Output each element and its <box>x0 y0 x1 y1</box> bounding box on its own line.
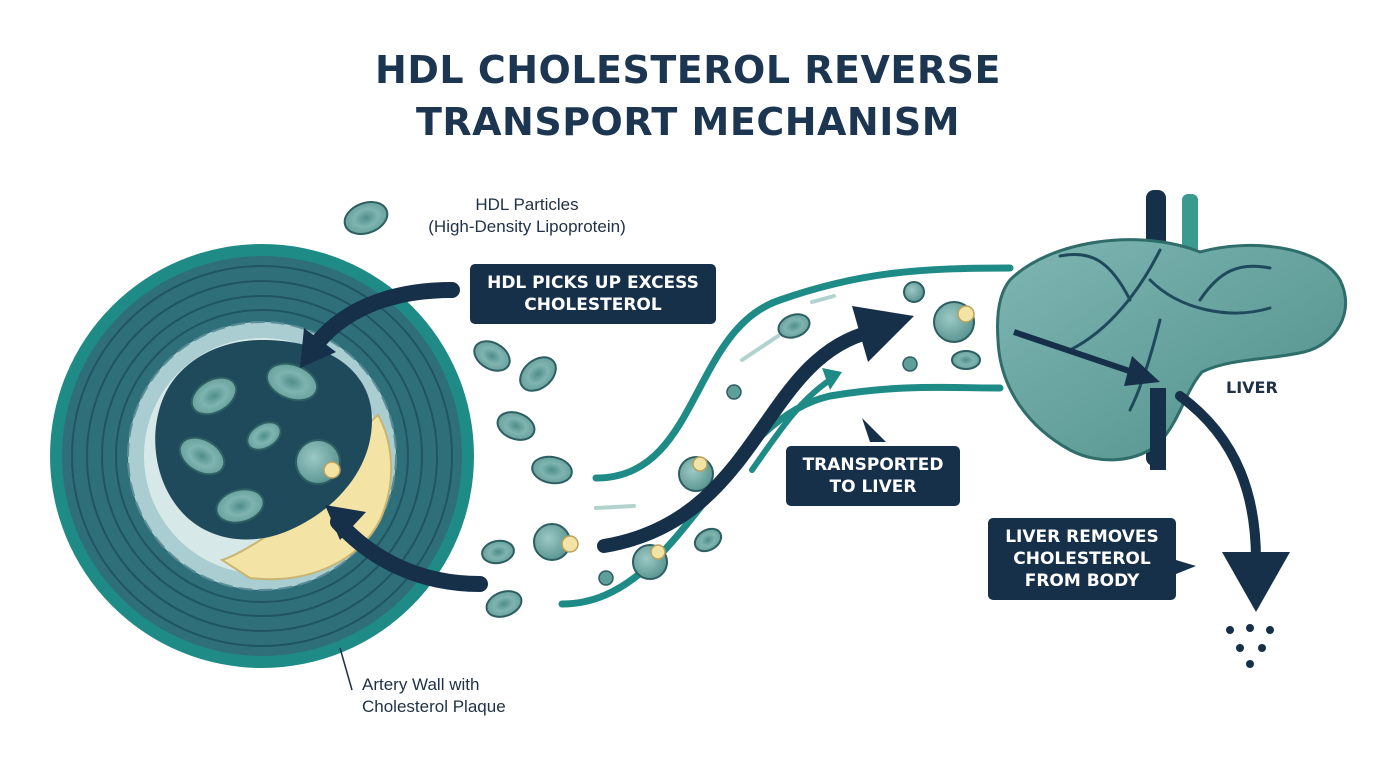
hdl-particles-line-1: HDL Particles <box>475 195 579 214</box>
hdl-particles-line-2: (High-Density Lipoprotein) <box>428 217 626 236</box>
removal-line-1: LIVER REMOVES <box>1005 527 1159 547</box>
artery-leader-line <box>339 647 353 691</box>
title-line-2: TRANSPORT MECHANISM <box>415 100 961 144</box>
hdl-particles-label: HDL Particles (High-Density Lipoprotein) <box>402 194 652 238</box>
page-title: HDL CHOLESTEROL REVERSE TRANSPORT MECHAN… <box>288 44 1088 148</box>
pickup-callout: HDL PICKS UP EXCESS CHOLESTEROL <box>470 264 716 324</box>
transport-line-2: TO LIVER <box>829 477 917 497</box>
artery-line-2: Cholesterol Plaque <box>362 697 506 716</box>
arrow-into-artery-bottom <box>330 514 488 592</box>
transport-callout: TRANSPORTED TO LIVER <box>786 446 960 506</box>
blood-vessel <box>558 264 1014 608</box>
liver <box>996 190 1348 668</box>
arrow-into-liver <box>1013 329 1151 381</box>
excreted-dots <box>1226 624 1274 668</box>
pickup-line-1: HDL PICKS UP EXCESS <box>487 273 699 293</box>
artery-fiber-pattern <box>71 265 453 647</box>
removal-line-3: FROM BODY <box>1024 571 1140 591</box>
liver-organ <box>996 238 1348 462</box>
liver-label: LIVER <box>1226 378 1278 397</box>
lumen-cells <box>178 362 341 524</box>
liver-vessels <box>1058 248 1272 412</box>
artery-label: Artery Wall with Cholesterol Plaque <box>362 674 506 718</box>
title-line-1: HDL CHOLESTEROL REVERSE <box>375 48 1001 92</box>
removal-callout: LIVER REMOVES CHOLESTEROL FROM BODY <box>988 518 1176 600</box>
artery-line-1: Artery Wall with <box>362 675 480 694</box>
hdl-particle-icon <box>343 201 389 235</box>
removal-callout-pointer <box>1176 560 1196 574</box>
lipid-particles <box>598 356 918 586</box>
removal-line-2: CHOLESTEROL <box>1013 549 1151 569</box>
arrow-transport-teal <box>749 377 833 473</box>
pickup-line-2: CHOLESTEROL <box>524 295 662 315</box>
scattered-cells <box>473 340 579 618</box>
arrow-transport-main <box>597 325 877 553</box>
arrow-into-artery-top <box>304 282 460 358</box>
transport-line-1: TRANSPORTED <box>802 455 944 475</box>
artery-cross-section <box>50 244 488 668</box>
transport-callout-pointer <box>862 418 886 442</box>
arrow-excretion <box>1175 391 1261 565</box>
